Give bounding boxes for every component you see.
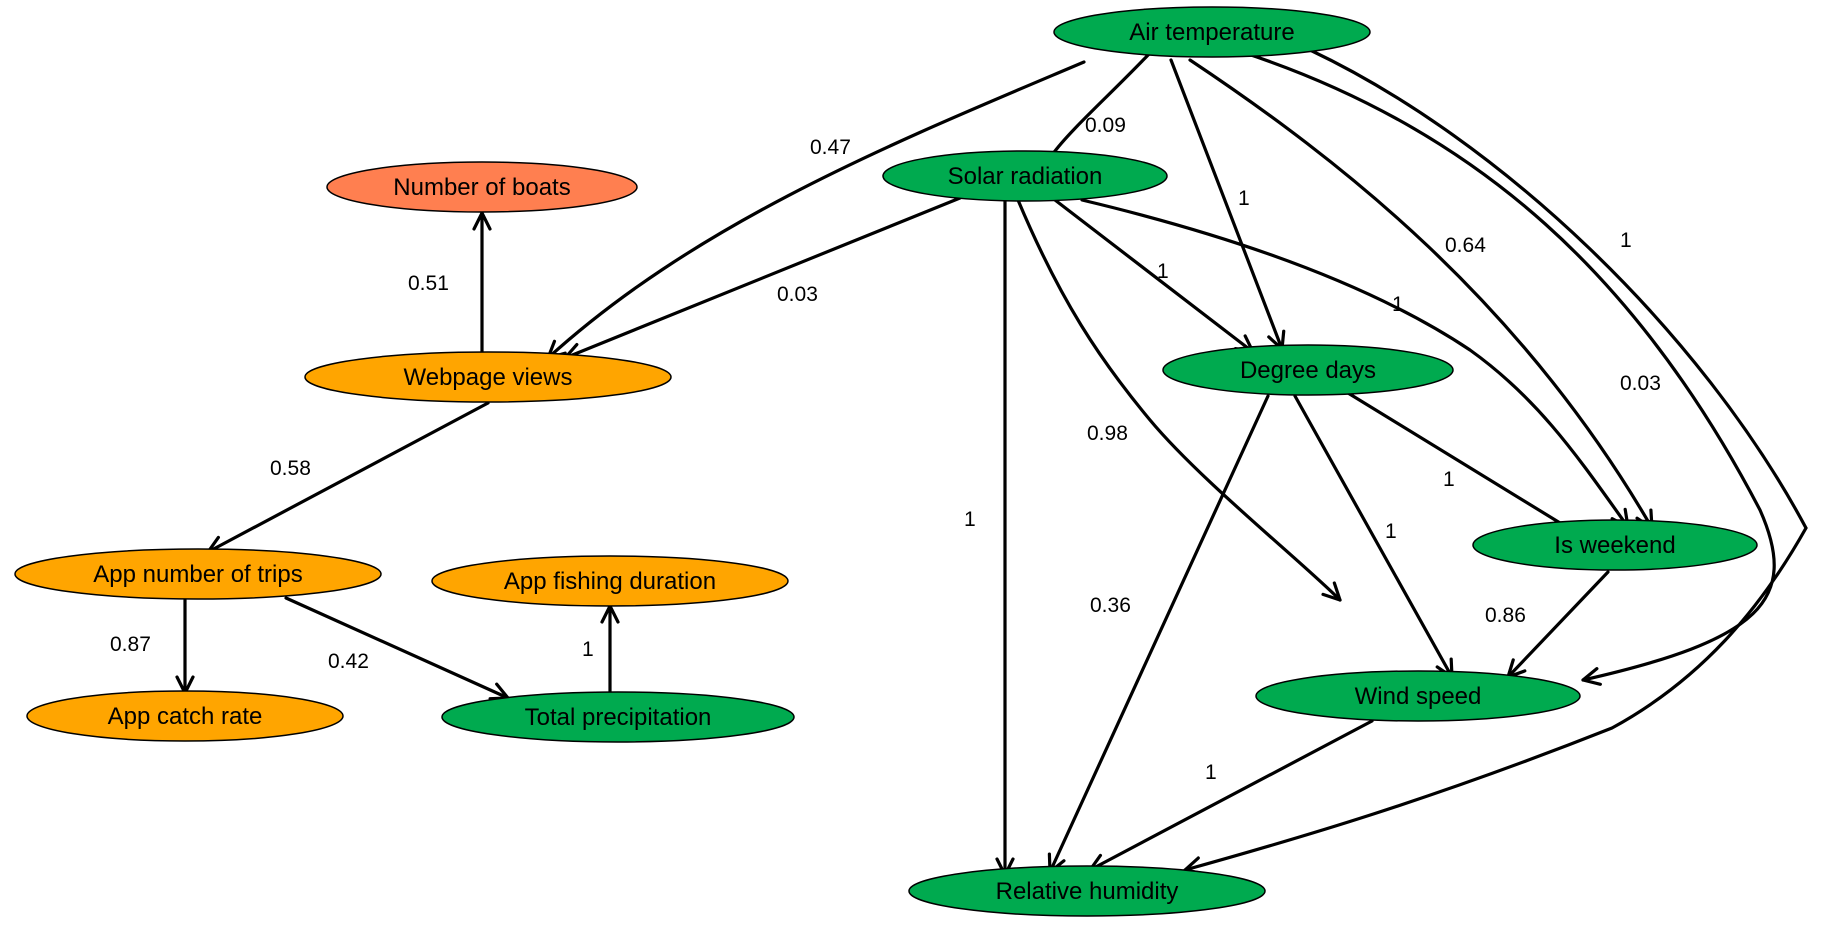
node-solar-radiation: Solar radiation (882, 150, 1168, 202)
node-relative-humidity: Relative humidity (908, 865, 1266, 917)
edge-solar-radiation-to-relative-humidity: 1 (964, 198, 1015, 877)
edge-wind-speed-to-relative-humidity: 1 (1088, 719, 1374, 872)
node-label: Solar radiation (948, 163, 1103, 190)
node-number-of-boats: Number of boats (326, 161, 638, 213)
node-app-number-of-trips: App number of trips (14, 548, 382, 600)
edge-air-temperature-to-webpage-views: 0.47 (546, 60, 1086, 360)
edge-app-number-of-trips-to-app-catch-rate: 0.87 (110, 598, 195, 695)
edge-is-weekend-to-wind-speed: 0.86 (1485, 570, 1610, 679)
edge-weight-label: 0.47 (810, 136, 851, 159)
node-label: Webpage views (404, 364, 573, 391)
edge-weight-label: 0.36 (1090, 594, 1131, 617)
edge-solar-radiation-to-webpage-views: 0.03 (563, 196, 962, 362)
node-label: Number of boats (393, 174, 570, 201)
edge-weight-label: 0.51 (408, 272, 449, 295)
node-label: App catch rate (108, 703, 263, 730)
edge-webpage-views-to-app-number-of-trips: 0.58 (206, 401, 490, 554)
edge-solar-radiation-to-wind-speed: 0.98 (1016, 198, 1342, 602)
edge-weight-label: 0.87 (110, 633, 151, 656)
edge-weight-label: 0.03 (777, 283, 818, 306)
edge-weight-label: 0.64 (1445, 234, 1486, 257)
node-app-catch-rate: App catch rate (26, 690, 344, 742)
edge-degree-days-to-wind-speed: 1 (1293, 394, 1454, 679)
node-label: App number of trips (93, 561, 302, 588)
edge-air-temperature-to-wind-speed: 0.03 (1240, 50, 1776, 686)
edge-total-precipitation-to-app-fishing-duration: 1 (582, 604, 620, 695)
edge-weight-label: 1 (1620, 229, 1632, 252)
node-label: Air temperature (1129, 19, 1294, 46)
edge-air-temperature-to-relative-humidity: 1 (1183, 48, 1808, 876)
node-label: Is weekend (1554, 532, 1675, 559)
node-label: App fishing duration (504, 568, 716, 595)
edge-weight-label: 0.86 (1485, 604, 1526, 627)
edge-degree-days-to-relative-humidity: 0.36 (1047, 394, 1270, 874)
edge-solar-radiation-to-degree-days: 1 (1053, 198, 1255, 354)
edge-weight-label: 1 (582, 638, 594, 661)
edge-air-temperature-to-solar-radiation: 0.09 (1050, 51, 1152, 157)
node-total-precipitation: Total precipitation (441, 691, 795, 743)
edge-air-temperature-to-degree-days: 1 (1169, 58, 1286, 351)
node-wind-speed: Wind speed (1255, 670, 1581, 722)
node-degree-days: Degree days (1162, 344, 1454, 396)
edge-air-temperature-to-is-weekend: 0.64 (1188, 58, 1654, 530)
nodes: Air temperature Solar radiation Number o… (14, 6, 1758, 917)
node-air-temperature: Air temperature (1053, 6, 1371, 58)
edge-weight-label: 1 (1157, 260, 1169, 283)
edge-weight-label: 0.09 (1085, 114, 1126, 137)
node-label: Degree days (1240, 357, 1376, 384)
edge-weight-label: 1 (1238, 187, 1250, 210)
edges: 0.47 0.09 1 0.64 0.03 1 0.03 1 (110, 48, 1808, 877)
node-webpage-views: Webpage views (304, 351, 672, 403)
node-app-fishing-duration: App fishing duration (431, 555, 789, 607)
edge-webpage-views-to-number-of-boats: 0.51 (408, 211, 492, 355)
edge-weight-label: 1 (1443, 468, 1455, 491)
edge-weight-label: 1 (1385, 520, 1397, 543)
edge-weight-label: 1 (1205, 761, 1217, 784)
edge-weight-label: 1 (964, 508, 976, 531)
edge-weight-label: 1 (1392, 293, 1404, 316)
node-label: Wind speed (1355, 683, 1482, 710)
edge-solar-radiation-to-is-weekend: 1 (1080, 198, 1630, 529)
node-label: Relative humidity (996, 878, 1179, 905)
edge-weight-label: 0.58 (270, 457, 311, 480)
edge-app-number-of-trips-to-total-precipitation: 0.42 (284, 596, 510, 701)
edge-weight-label: 0.98 (1087, 422, 1128, 445)
edge-weight-label: 0.42 (328, 650, 369, 673)
node-label: Total precipitation (525, 704, 712, 731)
edge-weight-label: 0.03 (1620, 372, 1661, 395)
node-is-weekend: Is weekend (1472, 519, 1758, 571)
edge-degree-days-to-is-weekend: 1 (1346, 391, 1567, 528)
